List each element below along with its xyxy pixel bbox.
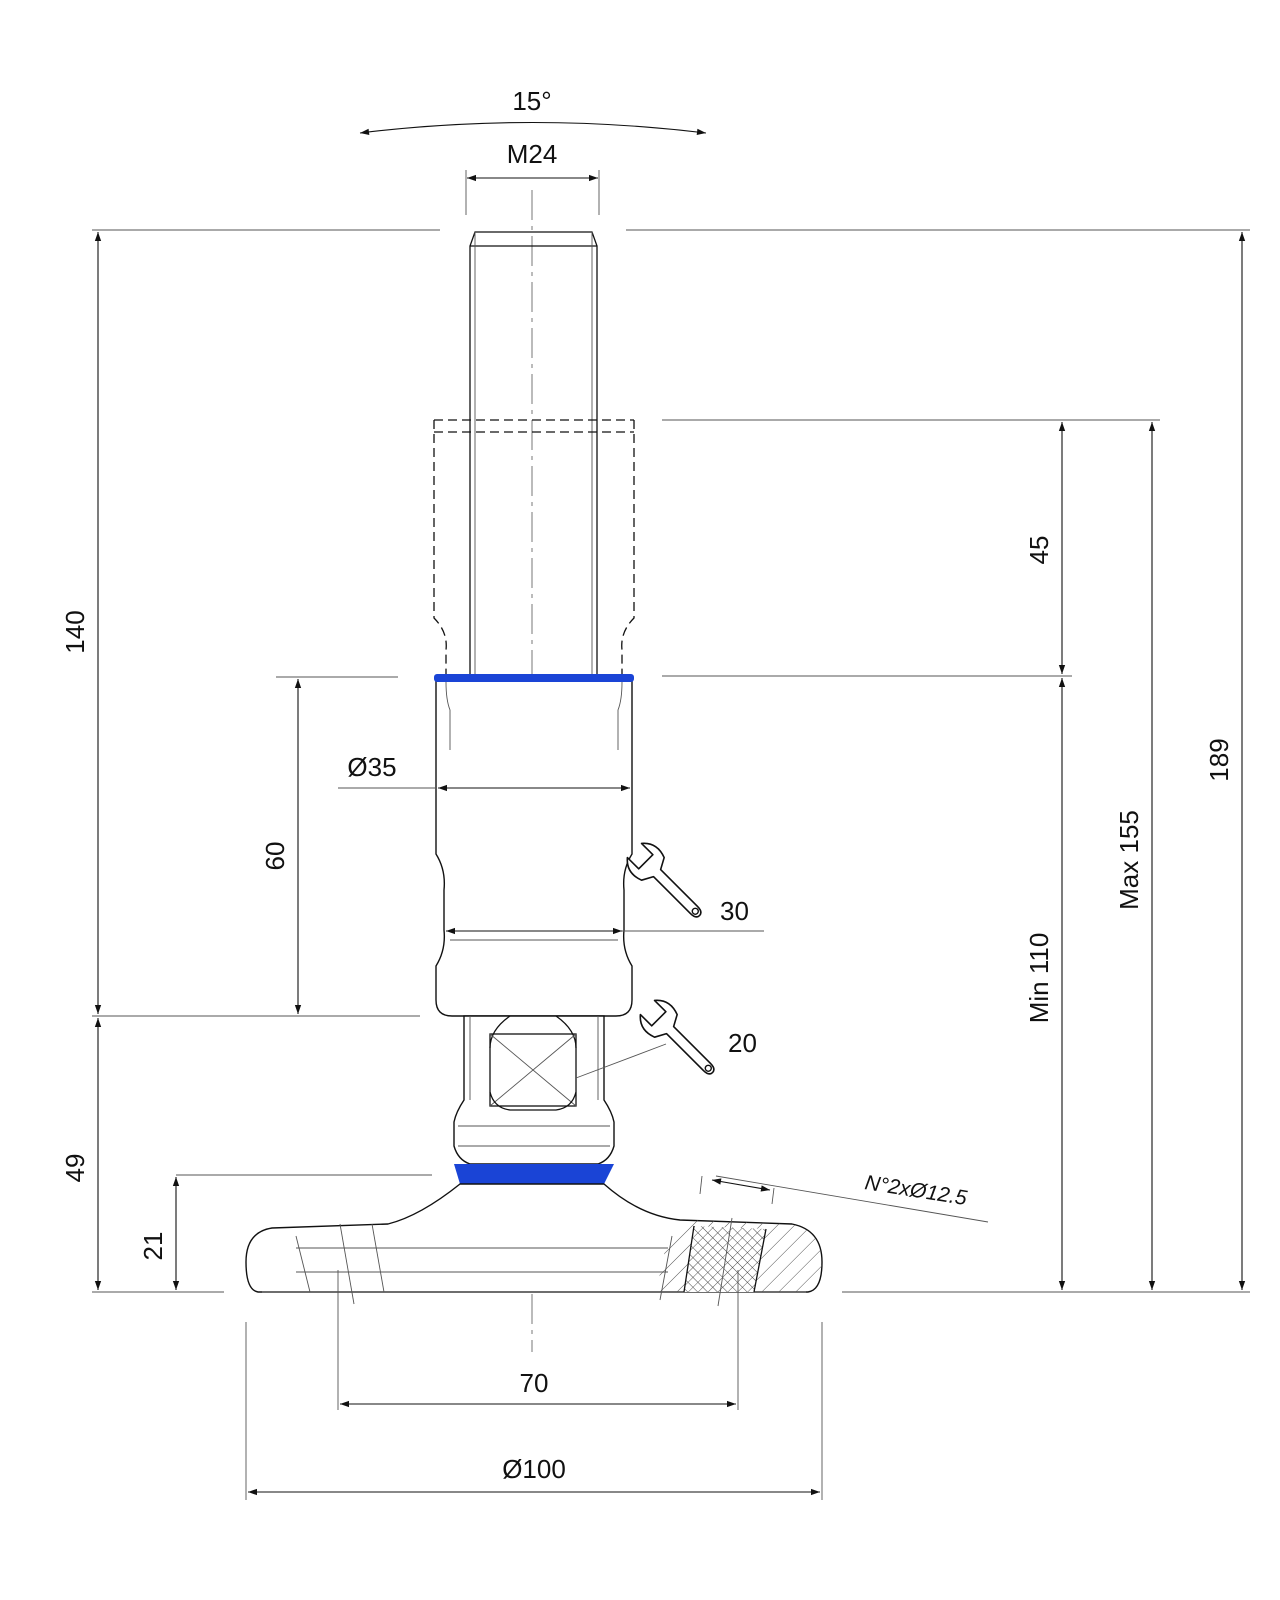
wrench-icon (626, 842, 702, 918)
base-diameter-label: Ø100 (502, 1454, 566, 1484)
base-section-hatch (656, 1217, 822, 1307)
thread-label: M24 (507, 139, 558, 169)
extended-position-outline (433, 419, 635, 765)
min-height-label: Min 110 (1024, 933, 1054, 1024)
hole-callout: N°2xØ12.5 (699, 1171, 989, 1223)
lower-neck (453, 1015, 615, 1165)
stroke-label: 45 (1024, 536, 1054, 565)
body-height-label: 60 (260, 842, 290, 871)
lower-seal-ring (454, 1164, 614, 1184)
thread-length-label: 140 (60, 610, 90, 653)
wrench-20-label: 20 (728, 1028, 757, 1058)
upper-seal-ring (434, 674, 634, 682)
wrench-30-label: 30 (720, 896, 749, 926)
wrench-icon (639, 999, 715, 1075)
threaded-stem (469, 231, 598, 680)
base-height-label: 21 (138, 1232, 168, 1261)
angle-arc (359, 121, 707, 136)
bolt-spacing-label: 70 (520, 1368, 549, 1398)
max-height-label: Max 155 (1114, 810, 1144, 910)
total-height-label: 189 (1204, 738, 1234, 781)
holes-label: N°2xØ12.5 (863, 1171, 969, 1210)
shaft-diameter-label: Ø35 (347, 752, 396, 782)
extension-lines (92, 229, 1250, 1500)
lower-height-label: 49 (60, 1154, 90, 1183)
angle-label: 15° (512, 86, 551, 116)
upper-body (435, 679, 633, 1017)
